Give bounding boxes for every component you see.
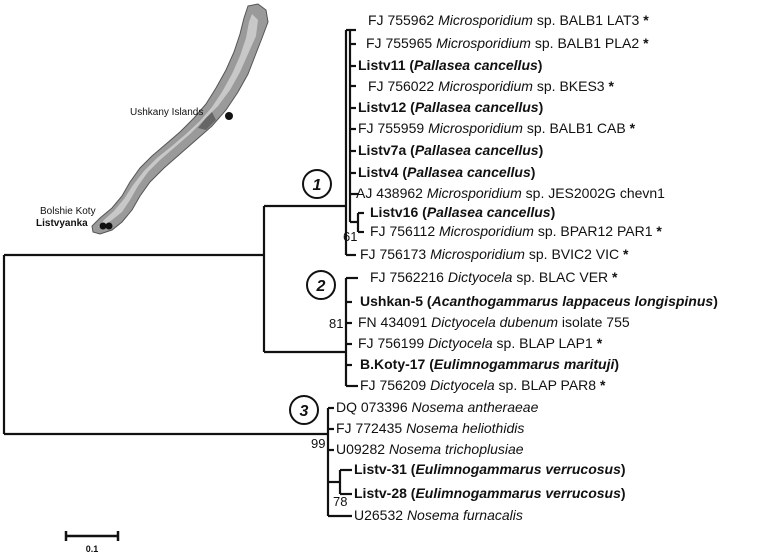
clade-3-marker: 3 — [289, 395, 319, 425]
scale-bar-label: 0.1 — [86, 544, 99, 554]
taxon-label: FJ 7562216 Dictyocela sp. BLAC VER * — [370, 269, 618, 285]
bolshie-koty-marker — [99, 222, 107, 230]
clade-1-marker: 1 — [302, 169, 332, 199]
taxon-label: FJ 755959 Microsporidium sp. BALB1 CAB * — [358, 120, 636, 136]
taxon-label: U09282 Nosema trichoplusiae — [336, 441, 524, 457]
bootstrap-value: 78 — [333, 494, 347, 509]
taxon-label-host: Listv-28 (Eulimnogammarus verrucosus) — [354, 485, 626, 501]
listvyanka-marker — [105, 222, 113, 230]
taxon-label: AJ 438962 Microsporidium sp. JES2002G ch… — [356, 185, 665, 201]
taxon-label: DQ 073396 Nosema antheraeae — [336, 399, 539, 415]
clade-2-marker: 2 — [306, 270, 336, 300]
map-label-listvyanka: Listvyanka — [36, 218, 88, 229]
taxon-label-host: B.Koty-17 (Eulimnogammarus marituji) — [360, 356, 619, 372]
svg-text:3: 3 — [300, 403, 309, 420]
taxon-label-host: Ushkan-5 (Acanthogammarus lappaceus long… — [360, 293, 718, 309]
taxon-label: FJ 756022 Microsporidium sp. BKES3 * — [368, 78, 614, 94]
taxon-label: FJ 756173 Microsporidium sp. BVIC2 VIC * — [360, 246, 629, 262]
taxon-label: FJ 755962 Microsporidium sp. BALB1 LAT3 … — [368, 12, 649, 28]
taxon-label-host: Listv7a (Pallasea cancellus) — [358, 142, 543, 158]
bootstrap-value: 81 — [329, 316, 343, 331]
taxon-label: FJ 772435 Nosema heliothidis — [336, 420, 524, 436]
svg-text:2: 2 — [316, 278, 326, 295]
taxon-label-host: Listv-31 (Eulimnogammarus verrucosus) — [354, 461, 626, 477]
scale-bar: 0.1 — [64, 531, 120, 554]
lake-baikal-map: Ushkany Islands Bolshie Koty Listvyanka — [36, 3, 269, 235]
map-label-bolshie-koty: Bolshie Koty — [40, 206, 96, 217]
clade-markers: 1 2 3 — [289, 169, 336, 425]
bootstrap-value: 61 — [343, 229, 357, 244]
tree-branches — [2, 28, 364, 518]
taxon-label: FN 434091 Dictyocela dubenum isolate 755 — [358, 314, 630, 330]
taxon-label: FJ 756112 Microsporidium sp. BPAR12 PAR1… — [370, 223, 662, 239]
taxon-label-host: Listv16 (Pallasea cancellus) — [370, 204, 555, 220]
taxon-label-host: Listv11 (Pallasea cancellus) — [358, 57, 542, 73]
taxon-labels: FJ 755962 Microsporidium sp. BALB1 LAT3 … — [336, 12, 718, 523]
ushkany-islands-marker — [225, 112, 233, 120]
taxon-label: FJ 756199 Dictyocela sp. BLAP LAP1 * — [358, 335, 603, 351]
taxon-label: FJ 755965 Microsporidium sp. BALB1 PLA2 … — [366, 35, 649, 51]
bootstrap-value: 99 — [311, 436, 325, 451]
map-label-ushkany: Ushkany Islands — [130, 107, 203, 118]
bootstrap-values: 61 81 99 78 — [311, 229, 357, 509]
taxon-label: FJ 756209 Dictyocela sp. BLAP PAR8 * — [360, 377, 606, 393]
svg-text:1: 1 — [313, 177, 322, 194]
taxon-label-host: Listv12 (Pallasea cancellus) — [358, 99, 543, 115]
taxon-label: U26532 Nosema furnacalis — [354, 507, 523, 523]
taxon-label-host: Listv4 (Pallasea cancellus) — [358, 164, 535, 180]
